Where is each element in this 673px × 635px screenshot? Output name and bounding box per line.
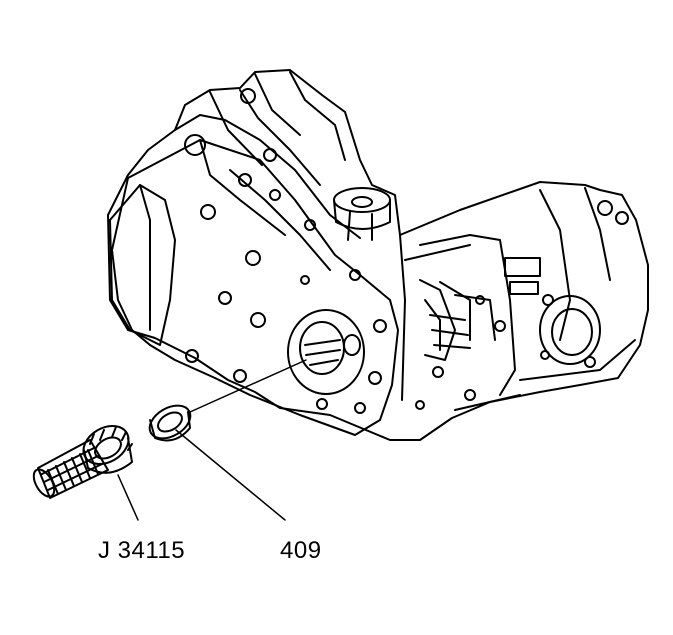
transmission-case (107, 69, 649, 441)
leader-line-tool (117, 474, 139, 521)
seal-installer-tool-j34115 (32, 425, 133, 499)
alignment-line (189, 359, 307, 413)
leader-line-seal (175, 429, 286, 521)
tool-callout-label: J 34115 (98, 537, 186, 564)
seal-callout-label: 409 (280, 537, 322, 564)
axle-seal-409 (148, 404, 192, 442)
